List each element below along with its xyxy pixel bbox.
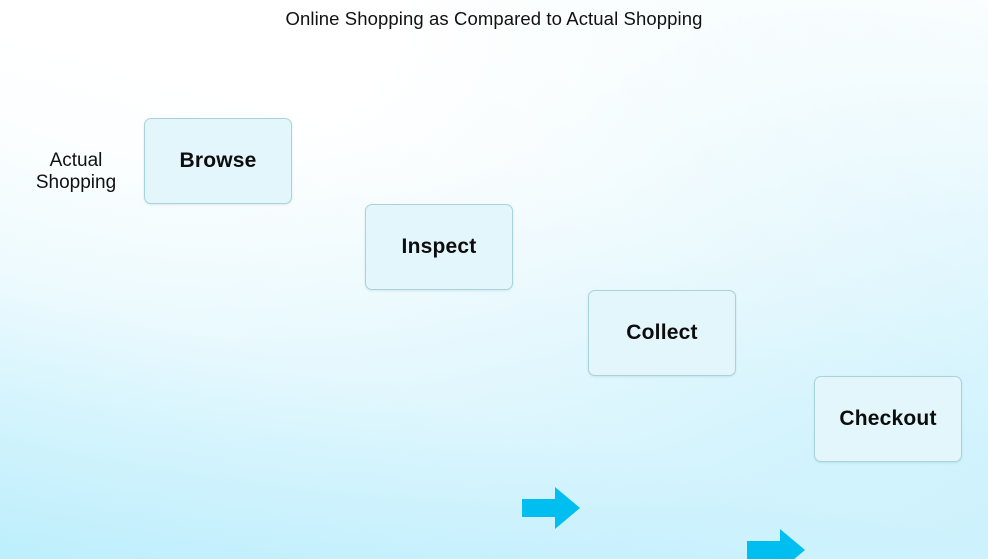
step-label: Inspect [401,234,477,258]
step-box-actual-collect[interactable]: Collect [588,289,736,376]
arrow-right-icon [747,528,988,559]
step-label: Collect [626,320,698,344]
step-label: Browse [179,148,257,172]
arrow-right-icon [522,486,988,529]
step-box-actual-inspect[interactable]: Inspect [365,203,513,290]
section-label-actual-shopping: Actual Shopping [35,150,117,194]
page-title: Online Shopping as Compared to Actual Sh… [285,8,703,29]
step-box-actual-browse[interactable]: Browse [144,117,292,204]
step-box-actual-checkout[interactable]: Checkout [814,375,962,462]
step-label: Checkout [839,406,937,430]
